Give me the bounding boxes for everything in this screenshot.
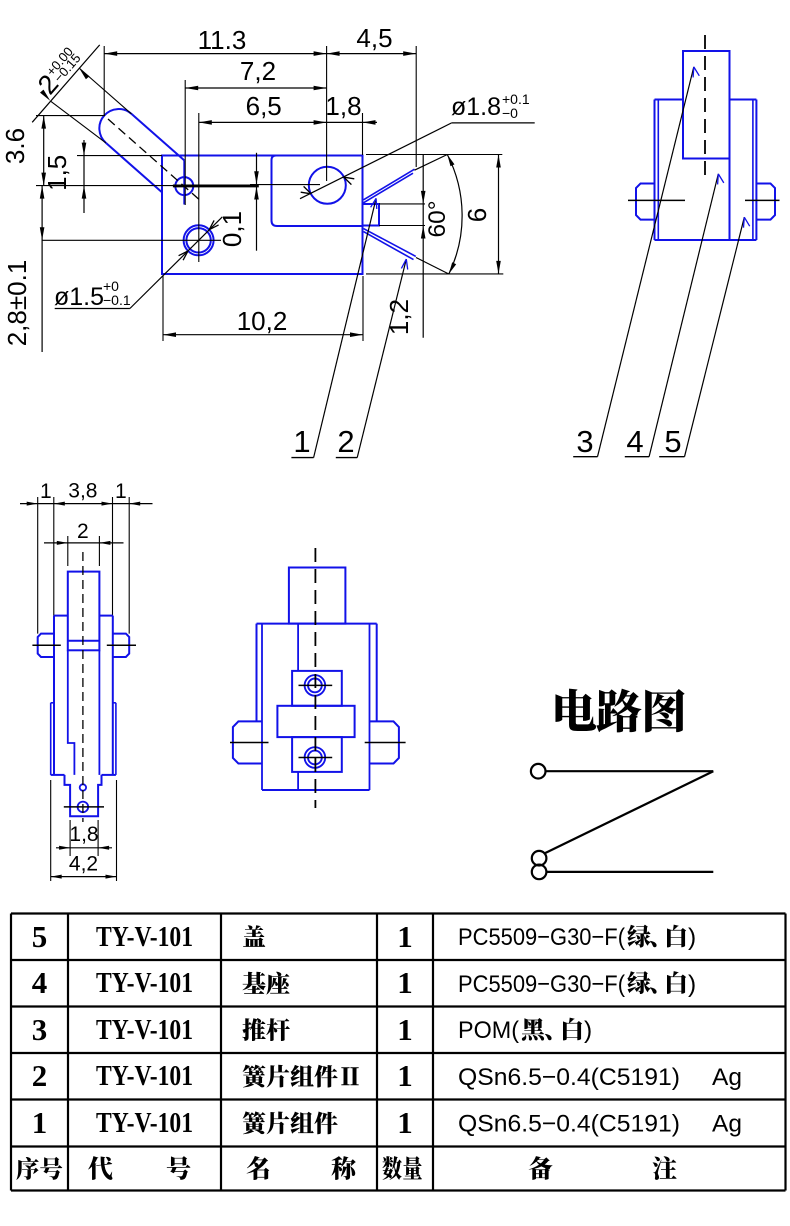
svg-text:TY-V-101: TY-V-101	[96, 921, 193, 953]
svg-text:ø1.5: ø1.5	[54, 283, 104, 311]
svg-text:Ag: Ag	[712, 1064, 742, 1091]
svg-text:1: 1	[40, 480, 52, 503]
svg-text:4: 4	[32, 965, 48, 1000]
svg-text:60°: 60°	[424, 200, 451, 237]
svg-text:TY-V-101: TY-V-101	[96, 967, 193, 999]
svg-text:): )	[584, 1017, 592, 1044]
svg-text:): )	[688, 971, 696, 998]
svg-text:1: 1	[115, 480, 127, 503]
svg-text:−0: −0	[502, 105, 518, 121]
svg-text:7,2: 7,2	[240, 56, 276, 86]
svg-text:POM(: POM(	[458, 1017, 520, 1044]
svg-text:3,8: 3,8	[68, 480, 97, 503]
svg-text:Ag: Ag	[712, 1111, 742, 1138]
svg-text:PC5509−G30−F(: PC5509−G30−F(	[458, 924, 626, 951]
svg-text:PC5509−G30−F(: PC5509−G30−F(	[458, 971, 626, 998]
svg-text:4: 4	[626, 424, 643, 459]
svg-text:+0.1: +0.1	[502, 91, 530, 107]
svg-text:3: 3	[576, 424, 593, 459]
svg-text:ø1.8: ø1.8	[451, 93, 501, 121]
svg-text:1: 1	[293, 424, 310, 459]
svg-text:TY-V-101: TY-V-101	[96, 1060, 193, 1092]
svg-text:TY-V-101: TY-V-101	[96, 1014, 193, 1046]
svg-text:TY-V-101: TY-V-101	[96, 1107, 193, 1139]
svg-text:3.6: 3.6	[0, 128, 30, 164]
svg-text:1: 1	[397, 1105, 413, 1140]
svg-text:1: 1	[397, 965, 413, 1000]
svg-text:2: 2	[77, 520, 89, 543]
svg-text:1: 1	[397, 919, 413, 954]
svg-text:1: 1	[32, 1105, 48, 1140]
svg-text:1,5: 1,5	[42, 155, 72, 191]
svg-text:1: 1	[397, 1012, 413, 1047]
svg-text:+0: +0	[103, 278, 119, 294]
svg-text:1,8: 1,8	[325, 91, 361, 121]
svg-text:2,8±0.1: 2,8±0.1	[2, 260, 32, 347]
svg-text:−0.1: −0.1	[103, 292, 131, 308]
svg-text:2: 2	[32, 1058, 48, 1093]
svg-text:5: 5	[32, 919, 48, 954]
svg-text:4,2: 4,2	[69, 853, 98, 876]
svg-text:6: 6	[462, 208, 492, 222]
svg-text:QSn6.5−0.4(C5191): QSn6.5−0.4(C5191)	[458, 1111, 680, 1138]
svg-text:11.3: 11.3	[198, 25, 247, 55]
svg-text:5: 5	[664, 424, 681, 459]
svg-text:1: 1	[397, 1058, 413, 1093]
svg-text:QSn6.5−0.4(C5191): QSn6.5−0.4(C5191)	[458, 1064, 680, 1091]
svg-text:6,5: 6,5	[246, 91, 282, 121]
svg-text:0,1: 0,1	[217, 211, 247, 247]
svg-text:3: 3	[32, 1012, 48, 1047]
svg-text:10,2: 10,2	[237, 306, 288, 336]
svg-text:4,5: 4,5	[356, 23, 392, 53]
svg-text:2: 2	[337, 424, 354, 459]
svg-text:1,8: 1,8	[69, 823, 98, 846]
svg-text:): )	[688, 924, 696, 951]
